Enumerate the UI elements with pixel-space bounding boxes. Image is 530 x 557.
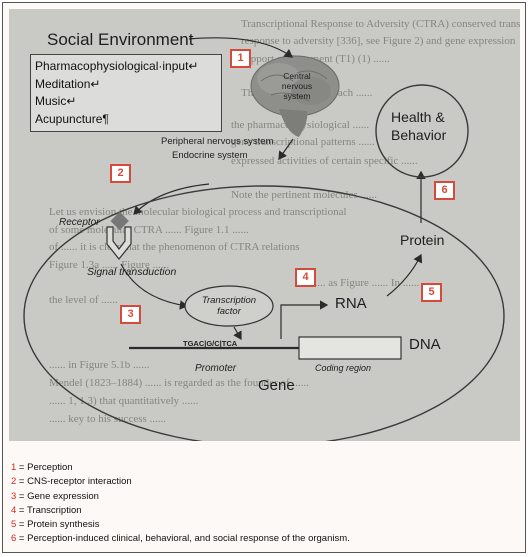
legend-text: = Perception (16, 462, 73, 473)
arrow-transcription (280, 300, 329, 339)
badge-1: 1 (230, 49, 251, 68)
legend-number: 3 (11, 490, 17, 502)
social-environment-label: Social Environment (47, 30, 194, 49)
background-text-line: Mendel (1823–1884) ...... is regarded as… (49, 377, 309, 389)
endocrine-system-label: Endocrine system (172, 150, 248, 161)
legend-item: 6 = Perception-induced clinical, behavio… (11, 532, 350, 546)
promoter-sequence-label: TGAC|G/C|TCA (183, 339, 238, 348)
legend-number: 5 (11, 519, 17, 531)
legend-number: 4 (11, 504, 17, 516)
cell-membrane (23, 185, 505, 441)
badge-2: 2 (110, 164, 131, 183)
diagram-photo: Transcriptional Response to Adversity (C… (9, 9, 520, 441)
signal-transduction-label: Signal transduction (87, 266, 177, 278)
background-text-line: ...... in Figure 5.1b ...... (49, 359, 150, 371)
health-behavior-circle (375, 84, 469, 178)
legend-item: 1 = Perception (11, 461, 350, 475)
arrow-factor-to-promoter (233, 326, 242, 341)
legend-number: 2 (11, 476, 17, 488)
promoter-label: Promoter (195, 363, 237, 374)
arrow-signal-transduction (120, 263, 189, 310)
legend-item: 4 = Transcription (11, 504, 350, 518)
background-text-line: response to adversity [336], see Figure … (241, 35, 516, 47)
badge-5: 5 (421, 283, 442, 302)
intervention-item: Music↵ (35, 94, 77, 108)
legend-item: 2 = CNS-receptor interaction (11, 475, 350, 489)
coding-region-label: Coding region (315, 363, 372, 373)
receptor-label: Receptor (59, 217, 100, 228)
health-behavior-label: Health & Behavior (391, 109, 447, 143)
legend-item: 3 = Gene expression (11, 490, 350, 504)
intervention-item: Meditation↵ (35, 76, 101, 91)
legend: 1 = Perception 2 = CNS-receptor interact… (11, 461, 350, 547)
background-text-line: expressed activities of certain specific… (231, 155, 418, 167)
intervention-item: Acupuncture¶ (35, 111, 109, 126)
transcription-factor-label: Transcription factor (201, 295, 257, 317)
badge-3: 3 (120, 305, 141, 324)
badge-4: 4 (295, 268, 316, 287)
background-text-line: Note the pertinent molecules ...... (231, 189, 378, 201)
arrow-brain-down (278, 138, 294, 160)
background-text-line: gene transcriptional patterns ...... (231, 136, 375, 148)
central-nervous-system-label: Central nervous system (281, 71, 313, 101)
figure-frame: Transcriptional Response to Adversity (C… (2, 2, 526, 553)
protein-label: Protein (400, 232, 445, 248)
legend-text: = Perception-induced clinical, behaviora… (16, 533, 350, 545)
legend-text: = Protein synthesis (16, 519, 100, 531)
dna-label: DNA (409, 336, 441, 353)
brain-icon (250, 55, 340, 137)
background-text-line: Figure 1.3a ...... Figure ...... (49, 259, 170, 271)
background-text-line: the level of ...... (49, 294, 118, 306)
legend-text: = Transcription (16, 504, 82, 516)
gene-label: Gene (258, 377, 295, 394)
receptor-icon (106, 211, 132, 260)
peripheral-nervous-system-label: Peripheral nervous system (161, 136, 274, 147)
background-text-line: of some molecular CTRA ...... Figure 1.1… (49, 224, 249, 236)
intervention-list-box: Pharmacophysiological·input↵ Meditation↵… (30, 54, 222, 132)
coding-region-box (298, 336, 402, 360)
background-text-line: Transcriptional Response to Adversity (C… (241, 18, 520, 30)
diagram-graphics (23, 37, 505, 441)
legend-number: 6 (11, 533, 17, 545)
legend-text: = Gene expression (16, 490, 99, 502)
arrow-nervous-to-receptor (133, 183, 210, 215)
intervention-item: Pharmacophysiological·input↵ (35, 59, 199, 73)
badge-6: 6 (434, 181, 455, 200)
arrow-rna-to-protein (386, 253, 423, 297)
background-text-line: ...... key to his success ...... (49, 413, 167, 425)
legend-text: = CNS-receptor interaction (16, 476, 132, 488)
legend-number: 1 (11, 462, 17, 473)
background-text-line: ...... as Figure ...... In ...... (309, 277, 420, 289)
legend-item: 5 = Protein synthesis (11, 518, 350, 532)
rna-label: RNA (335, 295, 367, 312)
arrow-social-to-brain (188, 37, 293, 58)
background-text-line: Let us envision the molecular biological… (49, 206, 347, 218)
transcription-factor-shape (184, 285, 274, 327)
